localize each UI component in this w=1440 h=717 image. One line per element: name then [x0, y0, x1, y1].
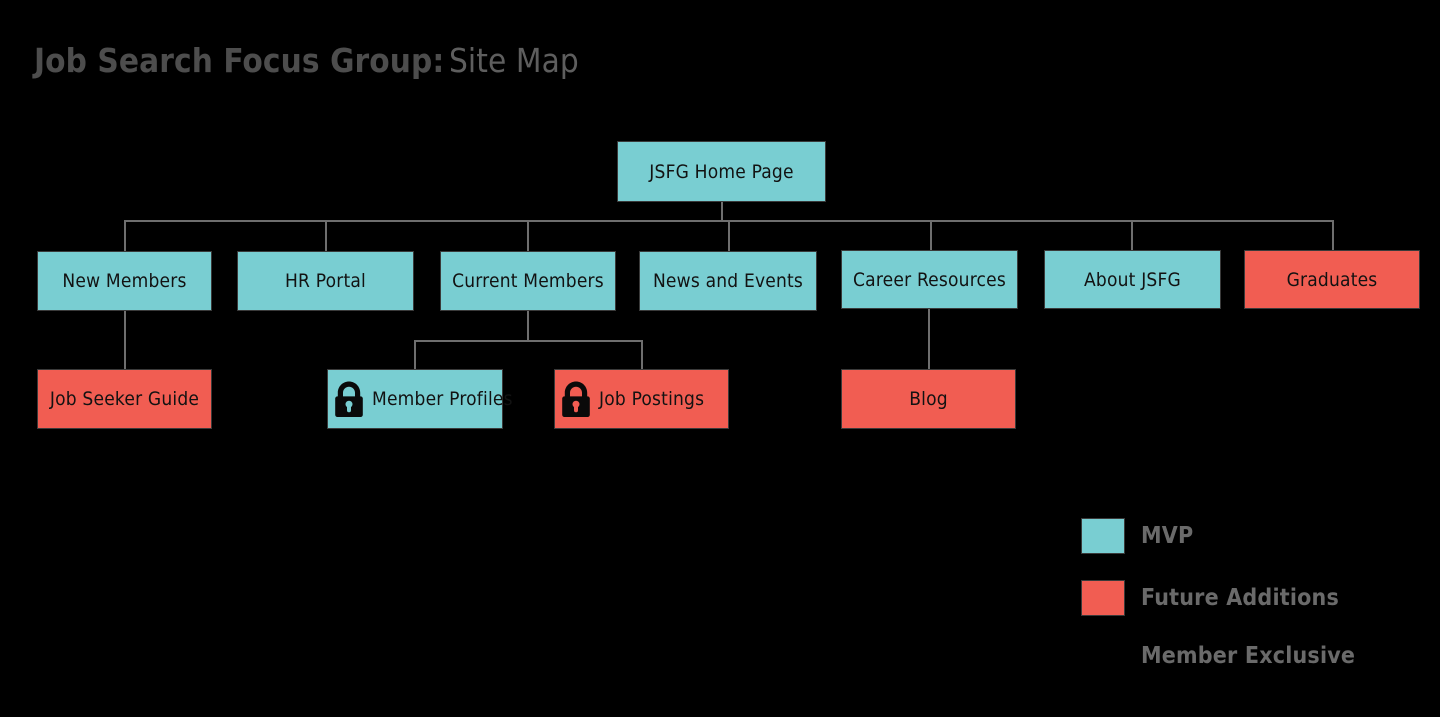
node-current-members[interactable]: Current Members	[440, 251, 616, 311]
node-career-resources[interactable]: Career Resources	[841, 250, 1018, 309]
node-graduates[interactable]: Graduates	[1244, 250, 1420, 309]
connector-drop-about-jsfg	[1131, 220, 1133, 251]
node-hr-portal[interactable]: HR Portal	[237, 251, 414, 311]
connector-drop-current-members	[527, 220, 529, 251]
node-label: HR Portal	[285, 270, 366, 292]
page-title-bold: Job Search Focus Group:	[34, 41, 445, 80]
node-new-members[interactable]: New Members	[37, 251, 212, 311]
node-label: News and Events	[652, 270, 804, 292]
connector-drop-news-events	[728, 220, 730, 251]
page-title: Job Search Focus Group: Site Map	[34, 44, 579, 77]
connector-new-members-to-job-seeker-guide	[124, 311, 126, 369]
node-label: New Members	[62, 270, 187, 292]
node-label: Job Postings	[599, 388, 705, 410]
connector-drop-career-resources	[930, 220, 932, 251]
lock-icon	[559, 379, 593, 419]
node-blog[interactable]: Blog	[841, 369, 1016, 429]
page-title-light: Site Map	[448, 41, 579, 80]
node-news-and-events[interactable]: News and Events	[639, 251, 817, 311]
node-about-jsfg[interactable]: About JSFG	[1044, 250, 1221, 309]
legend-label-mvp: MVP	[1141, 523, 1194, 549]
legend-label-member-exclusive: Member Exclusive	[1141, 643, 1356, 669]
connector-career-resources-to-blog	[928, 309, 930, 369]
node-label: Job Seeker Guide	[49, 388, 200, 410]
lock-icon	[332, 379, 366, 419]
connector-drop-hr-portal	[325, 220, 327, 251]
node-label: Member Profiles	[372, 388, 513, 410]
node-job-seeker-guide[interactable]: Job Seeker Guide	[37, 369, 212, 429]
node-label: About JSFG	[1084, 268, 1181, 291]
connector-root-stem	[721, 202, 723, 222]
node-jsfg-home-page[interactable]: JSFG Home Page	[617, 141, 826, 202]
node-label: Career Resources	[853, 268, 1006, 291]
connector-current-members-bus	[414, 340, 642, 342]
node-member-profiles[interactable]: Member Profiles	[327, 369, 513, 429]
legend-swatch-mvp	[1081, 518, 1125, 554]
node-label: Graduates	[1286, 268, 1378, 291]
legend-label-future-additions: Future Additions	[1141, 585, 1339, 611]
connector-current-members-stem	[527, 311, 529, 341]
legend-swatch-future-additions	[1081, 580, 1125, 616]
connector-drop-new-members	[124, 220, 126, 251]
node-job-postings[interactable]: Job Postings	[554, 369, 729, 429]
node-label: Current Members	[452, 270, 604, 292]
node-label: Blog	[909, 388, 948, 410]
connector-drop-job-postings	[641, 340, 643, 369]
connector-drop-graduates	[1332, 220, 1334, 251]
connector-drop-member-profiles	[414, 340, 416, 369]
node-label: JSFG Home Page	[649, 160, 794, 183]
